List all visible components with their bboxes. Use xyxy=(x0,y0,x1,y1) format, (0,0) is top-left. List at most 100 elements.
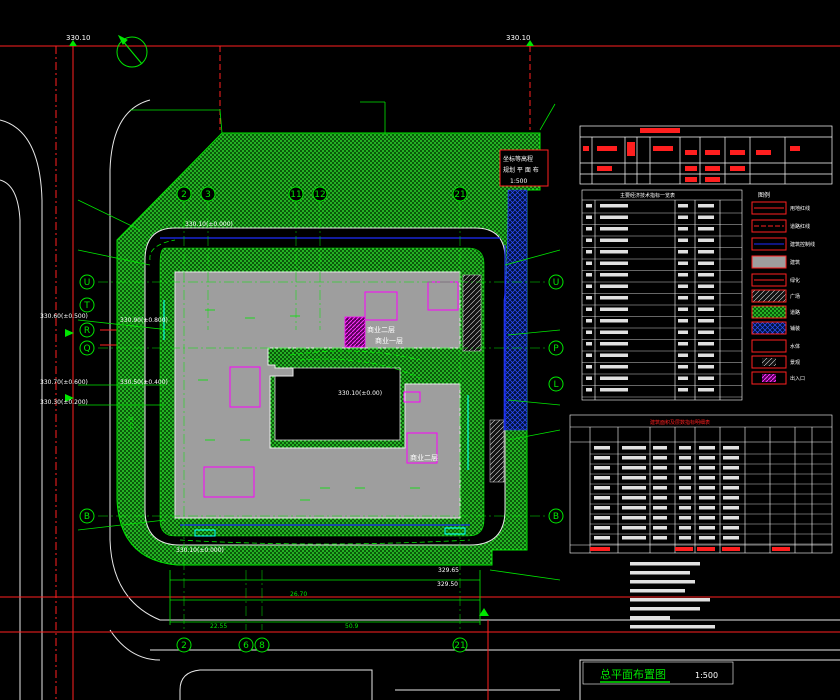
north-box-line1: 坐标等高程 xyxy=(503,155,533,163)
table-2-cell xyxy=(678,227,688,231)
table-2-cell xyxy=(586,353,592,357)
table-2-cell xyxy=(678,250,688,254)
table-2-cell xyxy=(586,227,592,231)
magenta-hatch xyxy=(344,316,366,348)
table-3-cell xyxy=(594,516,610,520)
table-2-cell xyxy=(698,365,714,369)
legend-label: 道路 xyxy=(790,309,800,316)
axis-left-3: R xyxy=(84,326,90,336)
table-3-cell xyxy=(723,496,739,500)
dim-top: 26.70 xyxy=(290,591,307,598)
note-line xyxy=(630,589,685,593)
table-2-cell xyxy=(698,376,714,380)
table-2-cell xyxy=(698,307,714,311)
elev-3: 330.60(±0.500) xyxy=(40,313,88,320)
table-2-cell xyxy=(600,388,628,392)
table-2-cell xyxy=(600,238,628,242)
dashed-curves xyxy=(149,239,471,545)
table-2-cell xyxy=(678,273,688,277)
table-2-cell xyxy=(586,376,592,380)
table-1 xyxy=(579,125,833,185)
legend-label: 绿化 xyxy=(790,277,800,284)
table-2-rows xyxy=(582,204,742,398)
table-3-cell xyxy=(622,486,646,490)
table-3-cell xyxy=(679,526,691,530)
legend-label: 景观 xyxy=(790,359,800,366)
north-box-line3: 1:500 xyxy=(510,178,527,185)
legend-label: 广场 xyxy=(790,293,800,300)
table-2-cell xyxy=(586,388,592,392)
table-2-cell xyxy=(600,330,628,334)
note-line xyxy=(630,571,690,575)
table-3-cell xyxy=(594,446,610,450)
table-3-cell xyxy=(699,486,715,490)
table-3 xyxy=(569,414,833,554)
building-label-group: 商业二层 商业二层 商业一层 xyxy=(367,325,438,462)
axis-left-5: B xyxy=(84,512,90,522)
table-3-cell xyxy=(653,516,667,520)
building-label-3: 商业一层 xyxy=(375,336,403,345)
axis-bottom-3: 8 xyxy=(259,641,265,651)
table-2-cell xyxy=(600,273,628,277)
legend-label: 铺装 xyxy=(790,325,800,332)
table-3-cell xyxy=(723,486,739,490)
table-2-cell xyxy=(678,296,688,300)
notes-block xyxy=(630,562,715,629)
drawing-title: 总平面布置图 xyxy=(600,667,666,681)
table-3-cell xyxy=(679,506,691,510)
table-3-cell xyxy=(699,526,715,530)
table-2-cell xyxy=(678,261,688,265)
table-2-cell xyxy=(600,284,628,288)
table-3-cell xyxy=(679,466,691,470)
table-3-cell xyxy=(723,526,739,530)
table-3-cell xyxy=(594,476,610,480)
table-2-cell xyxy=(698,273,714,277)
table-2-cell xyxy=(586,250,592,254)
table-2-cell xyxy=(698,319,714,323)
elev-1: 330.10(±0.000) xyxy=(185,221,233,228)
legend-label: 用地红线 xyxy=(790,205,810,212)
table-2-cell xyxy=(678,353,688,357)
table-3-cell xyxy=(699,516,715,520)
elev-7: 330.30(±0.200) xyxy=(40,399,88,406)
legend-title: 图例 xyxy=(758,191,770,199)
elevation-labels: 330.10(±0.000) 330.10(±0.00) 330.60(±0.5… xyxy=(40,221,459,588)
dim-b: 50.9 xyxy=(345,623,359,630)
table-2-cell xyxy=(678,204,688,208)
table-3-cell xyxy=(699,476,715,480)
table-2-cell xyxy=(586,204,592,208)
magenta-outlines xyxy=(203,281,459,498)
table-2-cell xyxy=(586,215,592,219)
legend-label: 出入口 xyxy=(790,375,805,382)
table-2-cell xyxy=(586,273,592,277)
table-3-cell xyxy=(723,466,739,470)
north-pointer-top xyxy=(69,40,534,46)
axis-bottom-4: 21 xyxy=(454,641,465,651)
table-2-cell xyxy=(600,250,628,254)
table-3-cell xyxy=(622,456,646,460)
building-label-1: 商业二层 xyxy=(367,325,395,334)
note-line xyxy=(630,598,710,602)
table-3-cell xyxy=(679,476,691,480)
table-3-cell xyxy=(594,506,610,510)
table-3-cell xyxy=(594,466,610,470)
table-3-cell xyxy=(653,446,667,450)
table-3-cell xyxy=(723,456,739,460)
drawing-scale: 1:500 xyxy=(695,671,718,680)
table-3-cell xyxy=(622,526,646,530)
table-3-cell xyxy=(679,456,691,460)
table-2-cell xyxy=(698,204,714,208)
dimension-lines xyxy=(169,570,481,625)
table-3-cell xyxy=(679,486,691,490)
note-line xyxy=(630,616,670,620)
table-2-cell xyxy=(586,238,592,242)
table-3-cell xyxy=(653,536,667,540)
leader-lines xyxy=(77,101,561,581)
table-3-cell xyxy=(653,466,667,470)
table-3-cell xyxy=(594,486,610,490)
axis-right-4: B xyxy=(553,512,559,522)
axis-bottom-1: 2 xyxy=(181,641,187,651)
table-3-cell xyxy=(679,516,691,520)
axis-left-2: T xyxy=(83,301,90,311)
